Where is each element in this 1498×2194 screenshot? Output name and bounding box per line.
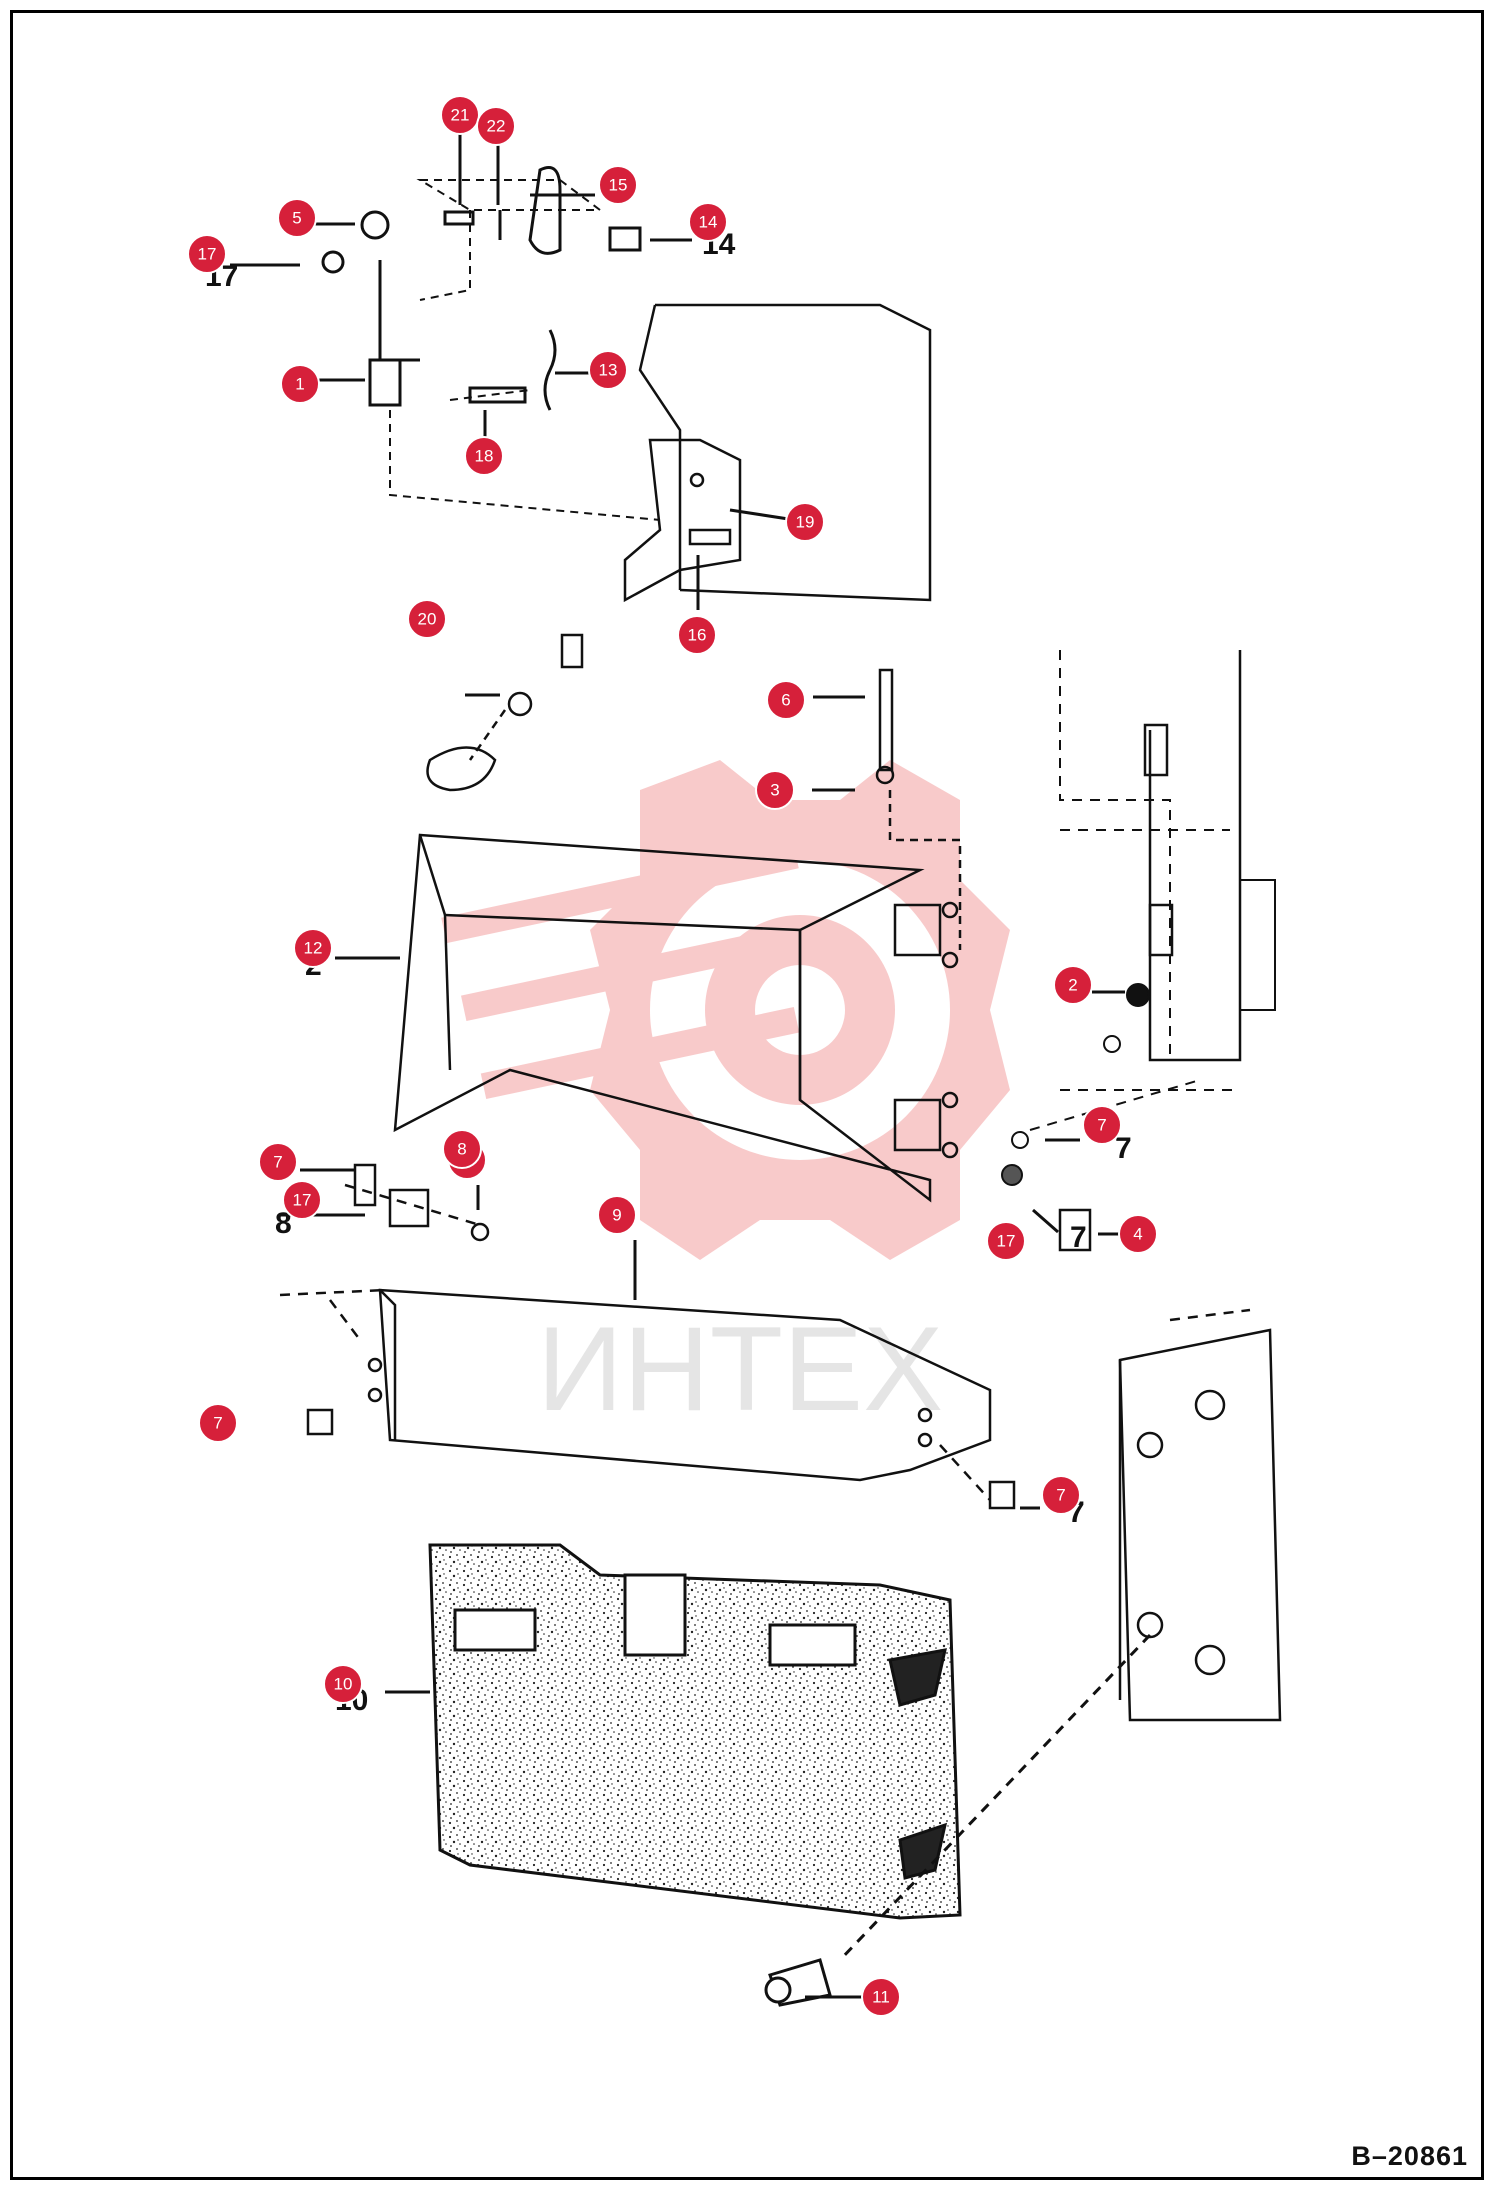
callout-1: 1 (280, 364, 320, 404)
callout-17: 17 (187, 234, 227, 274)
callout-18: 18 (464, 436, 504, 476)
callout-badge (688, 202, 728, 242)
callout-7: 7 (258, 1142, 298, 1182)
callout-badge (1053, 965, 1093, 1005)
callout-layer: 2122151451711318191620631221777178917477… (187, 95, 1158, 2017)
callout-7: 7 (1082, 1105, 1122, 1145)
callout-badge (282, 1180, 322, 1220)
callout-number: 4 (1133, 1225, 1142, 1244)
callout-10: 10 (323, 1664, 363, 1704)
callout-number: 11 (872, 1988, 890, 2007)
callout-12: 12 (293, 928, 333, 968)
callout-8: 8 (442, 1129, 482, 1169)
callout-15: 15 (598, 165, 638, 205)
callout-4: 4 (1118, 1214, 1158, 1254)
panel-2 (393, 833, 959, 1203)
callout-badge (755, 770, 795, 810)
drawing-id: B–20861 (1351, 2141, 1468, 2171)
callout-number: 18 (475, 447, 494, 466)
callout-badge (986, 1221, 1026, 1261)
callout-badge (677, 615, 717, 655)
callout-17: 17 (986, 1221, 1026, 1261)
callout-number: 20 (418, 610, 437, 629)
lower-frame (1118, 1308, 1282, 1722)
callout-badge (766, 680, 806, 720)
callout-13: 13 (588, 350, 628, 390)
callout-badge (293, 928, 333, 968)
callout-number: 7 (273, 1153, 282, 1172)
callout-5: 5 (277, 198, 317, 238)
callout-number: 17 (293, 1191, 312, 1210)
watermark-logo (441, 760, 1010, 1260)
callout-9: 9 (597, 1195, 637, 1235)
machine-frame (1001, 650, 1276, 1252)
callout-number: 21 (451, 106, 470, 125)
callout-number: 17 (198, 245, 217, 264)
callout-badge (407, 599, 447, 639)
callout-20: 20 (407, 599, 447, 639)
callout-badge (861, 1977, 901, 2017)
callout-number: 5 (292, 209, 301, 228)
callout-number: 1 (295, 375, 304, 394)
callout-number: 9 (612, 1206, 621, 1225)
callout-badge (277, 198, 317, 238)
fender-top-panel (623, 303, 932, 603)
callout-number: 8 (457, 1140, 466, 1159)
callout-badge (1041, 1475, 1081, 1515)
callout-7: 7 (198, 1403, 238, 1443)
callout-number: 6 (781, 691, 790, 710)
callout-number: 7 (1097, 1116, 1106, 1135)
callout-number: 14 (699, 213, 718, 232)
callout-badge (440, 95, 480, 135)
callout-17: 17 (282, 1180, 322, 1220)
svg-text:8: 8 (275, 1207, 292, 1240)
callout-number: 10 (334, 1675, 353, 1694)
callout-badge (198, 1403, 238, 1443)
callout-badge (464, 436, 504, 476)
callout-16: 16 (677, 615, 717, 655)
callout-number: 2 (1068, 976, 1077, 995)
callout-number: 3 (770, 781, 779, 800)
callout-number: 15 (609, 176, 628, 195)
callout-3: 3 (755, 770, 795, 810)
callout-2: 2 (1053, 965, 1093, 1005)
leader-lines (230, 125, 1130, 1999)
callout-19: 19 (785, 502, 825, 542)
callout-number: 19 (796, 513, 815, 532)
callout-7: 7 (1041, 1475, 1081, 1515)
watermark-text: ИНТЕХ (537, 1302, 943, 1436)
svg-text:7: 7 (1115, 1132, 1132, 1165)
callout-badge (597, 1195, 637, 1235)
callout-number: 16 (688, 626, 707, 645)
callout-22: 22 (476, 106, 516, 146)
panel-9 (279, 1163, 1016, 1510)
callout-number: 22 (487, 117, 506, 136)
callout-badge (588, 350, 628, 390)
callout-number: 7 (1056, 1486, 1065, 1505)
callout-badge (280, 364, 320, 404)
callout-badge (1118, 1214, 1158, 1254)
callout-badge (187, 234, 227, 274)
callout-number: 12 (304, 939, 323, 958)
latch-assembly (321, 166, 661, 521)
cover-plate-parts (426, 633, 962, 950)
callout-badge (258, 1142, 298, 1182)
callout-11: 11 (861, 1977, 901, 2017)
callout-badge (323, 1664, 363, 1704)
callout-badge (785, 502, 825, 542)
svg-text:7: 7 (1070, 1221, 1087, 1254)
callout-number: 17 (997, 1232, 1016, 1251)
callout-badge (476, 106, 516, 146)
counterweight-10 (428, 1543, 1152, 2007)
callout-badge (442, 1129, 482, 1169)
callout-badge (1082, 1105, 1122, 1145)
callout-14: 14 (688, 202, 728, 242)
callout-badge (598, 165, 638, 205)
callout-number: 13 (599, 361, 618, 380)
callout-6: 6 (766, 680, 806, 720)
callout-number: 7 (213, 1414, 222, 1433)
callout-21: 21 (440, 95, 480, 135)
